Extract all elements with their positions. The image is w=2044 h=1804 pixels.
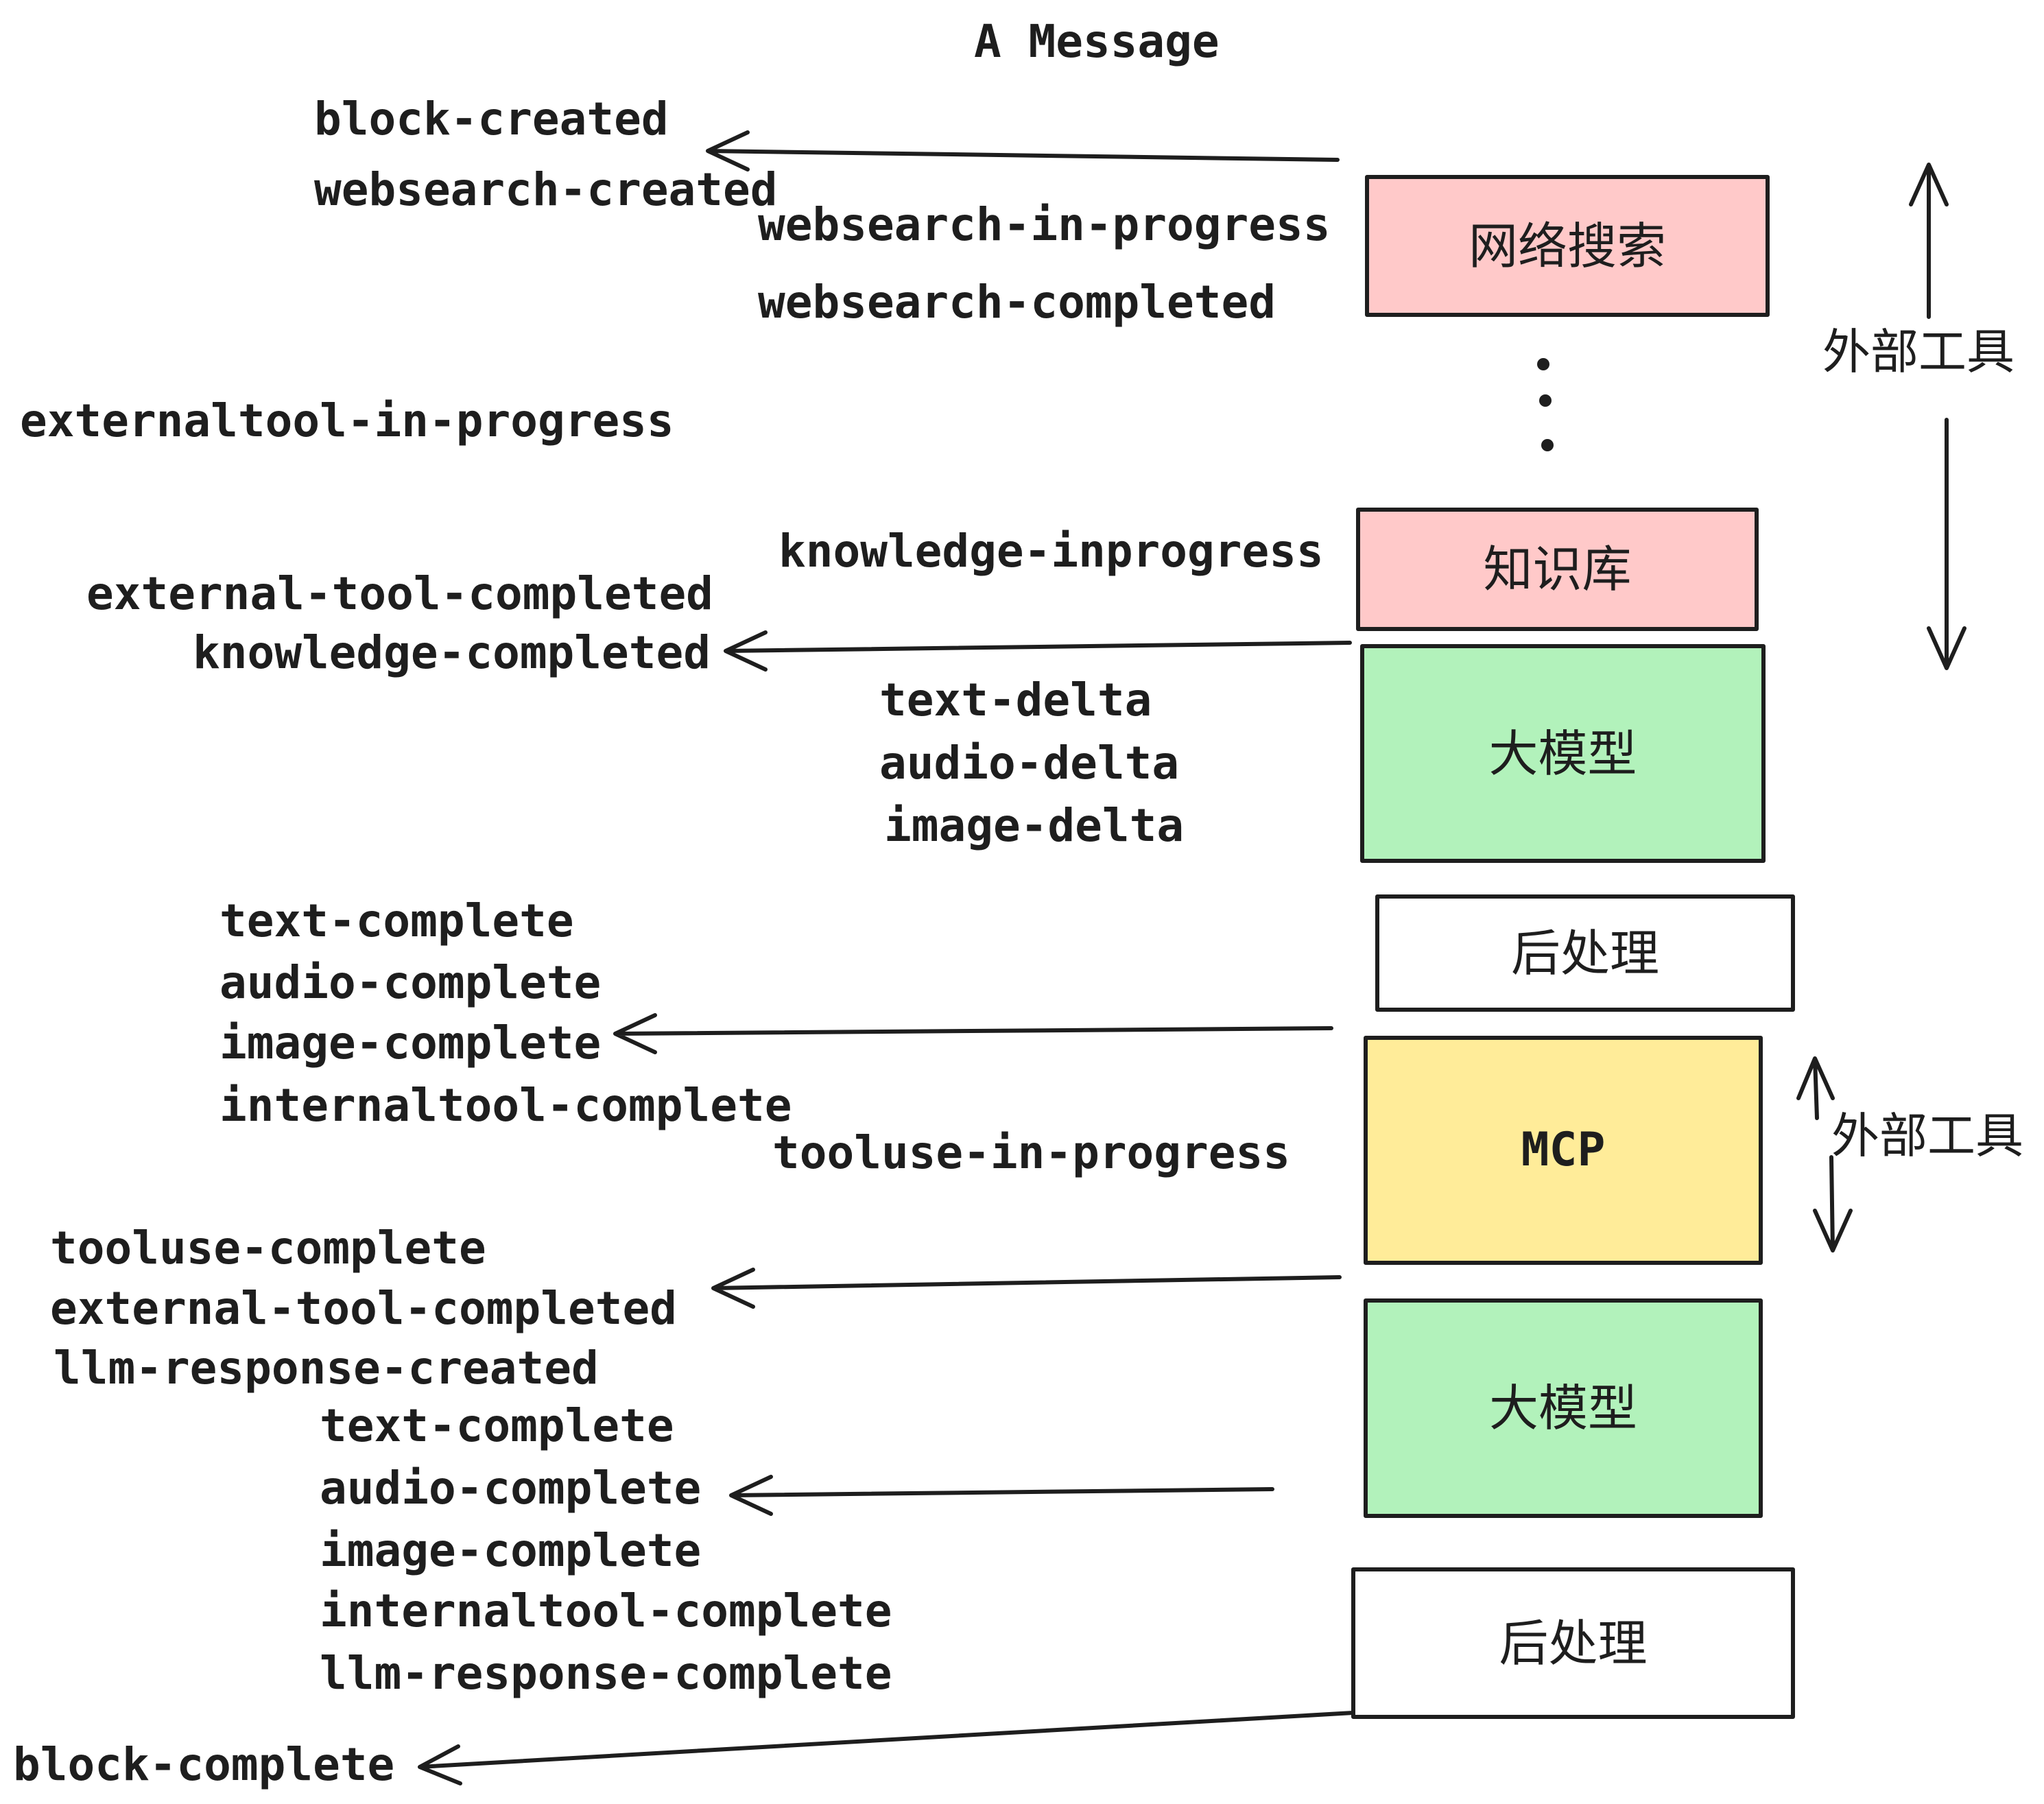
event-knowledge-inprogress: knowledge-inprogress — [779, 525, 1324, 578]
box-websearch: 网络搜索 — [1365, 175, 1770, 317]
box-llm-first: 大模型 — [1360, 644, 1766, 863]
side-label-external-tools-top: 外部工具 — [1822, 324, 2015, 380]
box-knowledge-base-label: 知识库 — [1483, 541, 1632, 598]
event-tooluse-in-progress: tooluse-in-progress — [772, 1126, 1290, 1179]
box-postprocess-first: 后处理 — [1375, 894, 1795, 1012]
event-websearch-completed: websearch-completed — [758, 276, 1276, 329]
box-mcp-label: MCP — [1521, 1123, 1606, 1177]
arrow-mcp-external-down — [1813, 1155, 1853, 1253]
event-text-complete-1: text-complete — [219, 894, 574, 947]
event-websearch-in-progress: websearch-in-progress — [758, 198, 1331, 251]
event-block-created: block-created — [314, 93, 669, 145]
event-image-complete-1: image-complete — [219, 1017, 602, 1069]
arrow-image-complete — [613, 1013, 1333, 1054]
event-audio-complete-1: audio-complete — [219, 956, 602, 1009]
event-llm-response-complete: llm-response-complete — [320, 1647, 892, 1700]
arrow-knowledge-completed — [724, 630, 1352, 672]
arrow-tooluse-complete — [711, 1268, 1342, 1309]
event-tooluse-complete: tooluse-complete — [50, 1222, 486, 1274]
event-external-tool-completed-2: external-tool-completed — [50, 1282, 677, 1335]
event-block-complete: block-complete — [13, 1738, 395, 1791]
arrow-audio-complete — [729, 1475, 1274, 1516]
event-externaltool-in-progress: externaltool-in-progress — [20, 394, 674, 447]
box-llm-second-label: 大模型 — [1488, 1379, 1637, 1437]
box-llm-first-label: 大模型 — [1488, 724, 1637, 783]
event-knowledge-completed: knowledge-completed — [193, 626, 711, 679]
event-audio-delta-1: audio-delta — [879, 737, 1180, 790]
event-image-complete-2: image-complete — [320, 1524, 702, 1577]
box-knowledge-base: 知识库 — [1356, 508, 1759, 631]
arrow-external-tools-up — [1909, 163, 1949, 319]
box-llm-second: 大模型 — [1364, 1298, 1763, 1518]
box-websearch-label: 网络搜索 — [1468, 217, 1666, 275]
event-llm-response-created: llm-response-created — [54, 1342, 599, 1394]
box-mcp: MCP — [1364, 1036, 1763, 1265]
event-external-tool-completed-1: external-tool-completed — [86, 567, 713, 620]
arrow-mcp-external-up — [1796, 1056, 1835, 1120]
event-text-delta-1: text-delta — [879, 674, 1152, 726]
arrow-block-complete — [418, 1710, 1367, 1785]
ellipsis-dots — [1537, 358, 1554, 451]
box-postprocess-second-label: 后处理 — [1499, 1614, 1648, 1672]
event-internaltool-complete-1: internaltool-complete — [219, 1079, 792, 1132]
event-audio-complete-2: audio-complete — [320, 1462, 702, 1515]
box-postprocess-first-label: 后处理 — [1510, 924, 1659, 982]
box-postprocess-second: 后处理 — [1351, 1567, 1795, 1719]
event-websearch-created: websearch-created — [314, 163, 778, 216]
event-internaltool-complete-2: internaltool-complete — [320, 1585, 892, 1637]
event-text-complete-2: text-complete — [320, 1399, 674, 1452]
arrow-block-created — [706, 130, 1340, 171]
event-image-delta-1: image-delta — [884, 799, 1185, 852]
arrow-external-tools-down — [1927, 418, 1966, 670]
page-title: A Message — [974, 15, 1220, 68]
side-label-external-tools-bottom: 外部工具 — [1831, 1108, 2023, 1164]
